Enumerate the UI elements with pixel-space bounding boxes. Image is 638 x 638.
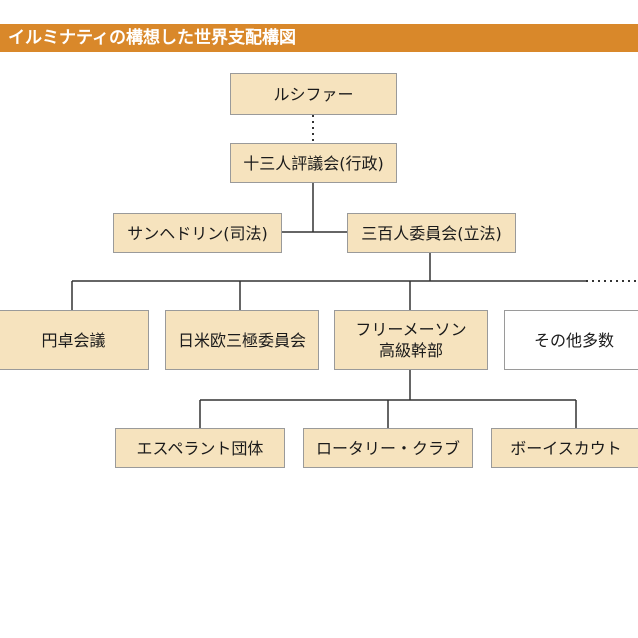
node-council-13-label: 十三人評議会(行政) bbox=[243, 153, 384, 173]
node-round-table: 円卓会議 bbox=[0, 310, 149, 370]
node-others: その他多数 bbox=[504, 310, 638, 370]
node-boyscout-label: ボーイスカウト bbox=[510, 438, 622, 458]
node-rotary: ロータリー・クラブ bbox=[303, 428, 473, 468]
node-round-table-label: 円卓会議 bbox=[41, 330, 106, 350]
node-boyscout: ボーイスカウト bbox=[491, 428, 638, 468]
node-freemason: フリーメーソン 高級幹部 bbox=[334, 310, 488, 370]
node-esperanto-label: エスペラント団体 bbox=[136, 438, 264, 458]
node-trilateral-label: 日米欧三極委員会 bbox=[177, 330, 306, 350]
node-rotary-label: ロータリー・クラブ bbox=[315, 438, 460, 458]
node-lucifer-label: ルシファー bbox=[273, 84, 354, 104]
node-others-label: その他多数 bbox=[533, 330, 614, 350]
node-committee-300-label: 三百人委員会(立法) bbox=[361, 223, 502, 243]
node-council-13: 十三人評議会(行政) bbox=[230, 143, 397, 183]
node-sanhedrin-label: サンヘドリン(司法) bbox=[127, 223, 268, 243]
node-freemason-line2: 高級幹部 bbox=[378, 341, 443, 360]
header-bar: イルミナティの構想した世界支配構図 bbox=[0, 24, 638, 52]
diagram-title: イルミナティの構想した世界支配構図 bbox=[8, 28, 296, 48]
node-committee-300: 三百人委員会(立法) bbox=[347, 213, 516, 253]
node-esperanto: エスペラント団体 bbox=[115, 428, 285, 468]
node-lucifer: ルシファー bbox=[230, 73, 397, 115]
node-freemason-line1: フリーメーソン bbox=[355, 320, 467, 339]
node-trilateral: 日米欧三極委員会 bbox=[165, 310, 319, 370]
node-sanhedrin: サンヘドリン(司法) bbox=[113, 213, 282, 253]
